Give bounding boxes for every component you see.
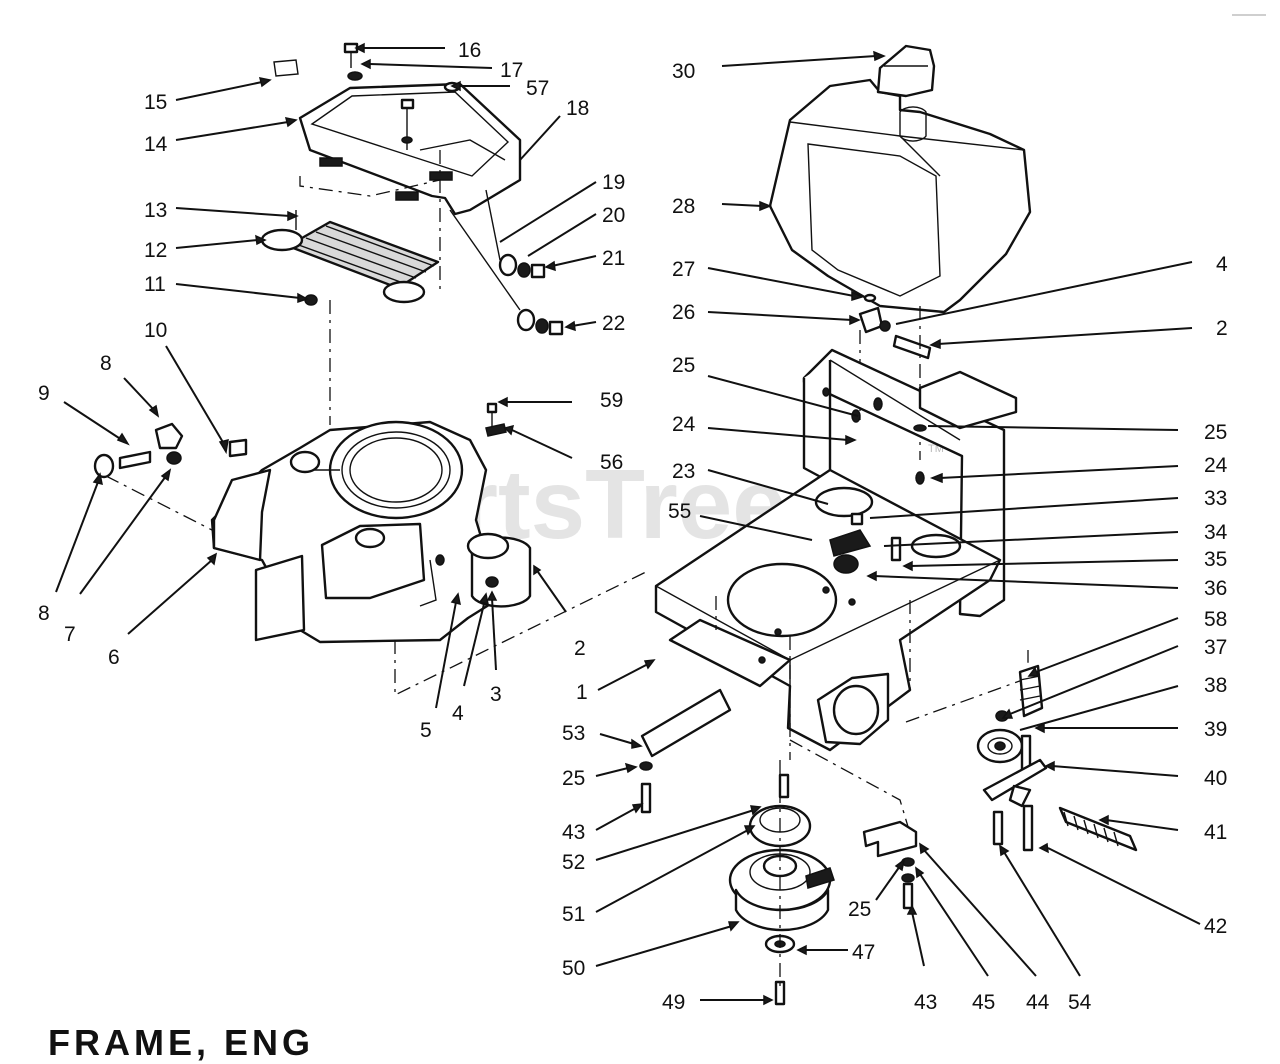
fittings-right-of-shroud bbox=[449, 189, 564, 336]
callout-label: 53 bbox=[562, 722, 585, 745]
callout-label: 1 bbox=[576, 681, 588, 704]
callout-label: 4 bbox=[1216, 253, 1228, 276]
callout-label: 2 bbox=[1216, 317, 1228, 340]
callout-label: 25 bbox=[848, 898, 871, 921]
callout-label: 26 bbox=[672, 301, 695, 324]
frame-upright bbox=[802, 348, 1018, 618]
callout-label: 24 bbox=[672, 413, 696, 436]
callout-label: 3 bbox=[490, 683, 502, 706]
oil-cooler bbox=[260, 210, 440, 306]
callout-label: 47 bbox=[852, 941, 875, 964]
callout-label: 45 bbox=[972, 991, 995, 1014]
callout-label: 25 bbox=[672, 354, 695, 377]
fuel-fittings bbox=[858, 293, 932, 360]
callout-label: 54 bbox=[1068, 991, 1092, 1014]
belt-guide bbox=[862, 820, 918, 910]
engine bbox=[210, 420, 532, 644]
callout-label: 59 bbox=[600, 389, 623, 412]
callout-label: 34 bbox=[1204, 521, 1228, 544]
callout-label: 55 bbox=[668, 500, 691, 523]
callout-label: 56 bbox=[600, 451, 623, 474]
callout-label: 22 bbox=[602, 312, 625, 335]
callout-label: 11 bbox=[144, 273, 166, 296]
callout-label: 10 bbox=[144, 319, 167, 342]
callout-label: 43 bbox=[914, 991, 937, 1014]
callout-label: 8 bbox=[100, 352, 112, 375]
callout-label: 19 bbox=[602, 171, 625, 194]
callout-label: 2 bbox=[574, 637, 586, 660]
callout-label: 20 bbox=[602, 204, 625, 227]
callout-label: 17 bbox=[500, 59, 523, 82]
callout-label: 15 bbox=[144, 91, 167, 114]
callout-label: 40 bbox=[1204, 767, 1227, 790]
callout-label: 4 bbox=[452, 702, 464, 725]
oil-cooler-shroud bbox=[273, 59, 522, 216]
callout-label: 21 bbox=[602, 247, 625, 270]
callout-label: 37 bbox=[1204, 636, 1227, 659]
callout-label: 8 bbox=[38, 602, 50, 625]
callout-label: 14 bbox=[144, 133, 168, 156]
fuel-tank bbox=[768, 44, 1032, 314]
callout-leaders bbox=[55, 42, 1201, 1006]
idler-assembly bbox=[976, 664, 1138, 852]
callout-label: 30 bbox=[672, 60, 695, 83]
callout-label: 12 bbox=[144, 239, 167, 262]
callout-label: 43 bbox=[562, 821, 585, 844]
callout-label: 42 bbox=[1204, 915, 1227, 938]
callout-label: 33 bbox=[1204, 487, 1227, 510]
callout-label: 57 bbox=[526, 77, 549, 100]
diagram-title-partial: FRAME, ENG bbox=[48, 1022, 315, 1063]
callout-label: 28 bbox=[672, 195, 695, 218]
callout-label: 23 bbox=[672, 460, 695, 483]
callout-label: 44 bbox=[1026, 991, 1050, 1014]
callout-label: 25 bbox=[562, 767, 585, 790]
parts-diagram: PartsTree TM bbox=[38, 39, 1228, 1014]
frame-deck bbox=[640, 468, 1002, 758]
callout-label: 50 bbox=[562, 957, 585, 980]
callout-label: 24 bbox=[1204, 454, 1228, 477]
callout-label: 52 bbox=[562, 851, 585, 874]
clutch-assembly bbox=[728, 760, 835, 1006]
left-frame-hardware bbox=[639, 761, 653, 814]
callout-label: 25 bbox=[1204, 421, 1227, 444]
callout-label: 16 bbox=[458, 39, 481, 62]
engine-fittings-left bbox=[93, 402, 507, 479]
callout-label: 49 bbox=[662, 991, 685, 1014]
callout-label: 6 bbox=[108, 646, 120, 669]
callout-label: 27 bbox=[672, 258, 695, 281]
callout-labels: 16 17 57 15 18 14 19 20 21 13 12 11 22 1… bbox=[38, 39, 1228, 1014]
callout-label: 7 bbox=[64, 623, 76, 646]
callout-label: 38 bbox=[1204, 674, 1227, 697]
callout-label: 58 bbox=[1204, 608, 1227, 631]
corner-mark bbox=[1232, 14, 1266, 16]
callout-label: 5 bbox=[420, 719, 432, 742]
callout-label: 35 bbox=[1204, 548, 1227, 571]
callout-label: 18 bbox=[566, 97, 589, 120]
callout-label: 41 bbox=[1204, 821, 1227, 844]
callout-label: 39 bbox=[1204, 718, 1227, 741]
callout-label: 36 bbox=[1204, 577, 1227, 600]
callout-label: 13 bbox=[144, 199, 167, 222]
callout-label: 51 bbox=[562, 903, 585, 926]
callout-label: 9 bbox=[38, 382, 50, 405]
